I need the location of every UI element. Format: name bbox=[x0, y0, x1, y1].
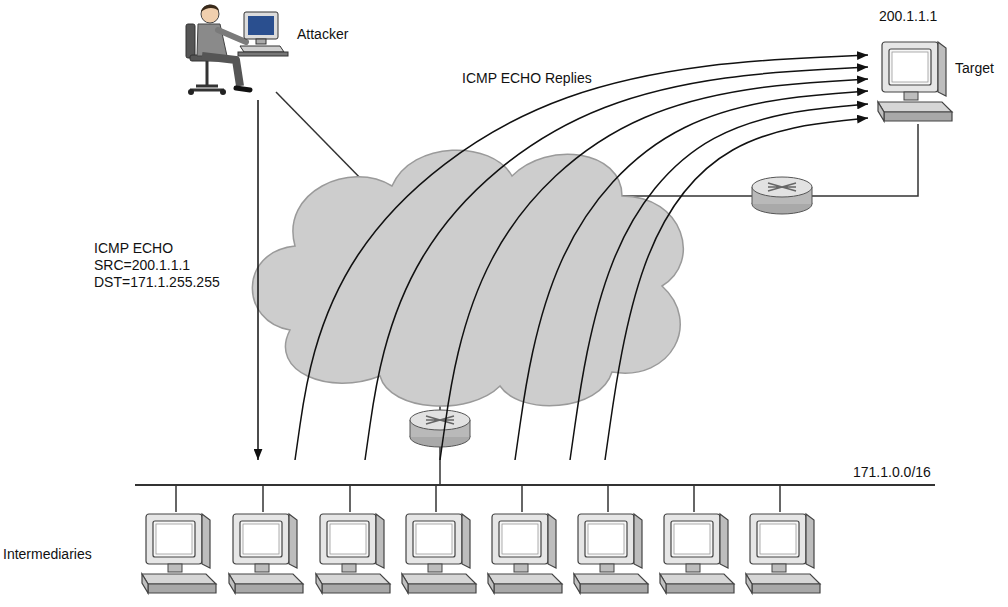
echo-reply-arrow bbox=[515, 91, 868, 460]
node-label: Target bbox=[954, 60, 995, 77]
packet-header-label: ICMP ECHO SRC=200.1.1.1 DST=171.1.255.25… bbox=[92, 240, 232, 291]
attacker-hair bbox=[201, 5, 219, 12]
attacker-link bbox=[276, 92, 368, 186]
attacker-legs bbox=[202, 56, 240, 86]
intermediary-computers bbox=[142, 514, 820, 593]
lan-drop bbox=[435, 485, 437, 512]
attacker-shoe bbox=[236, 88, 250, 90]
lan-drop bbox=[693, 485, 695, 512]
echo-reply-arrow bbox=[365, 67, 868, 460]
intermediaries-node: Intermediaries bbox=[0, 460, 830, 605]
chair-base bbox=[190, 86, 224, 90]
attacker-head bbox=[201, 5, 219, 23]
network-address: 171.1.0.0/16 bbox=[852, 464, 932, 481]
lan-drop bbox=[262, 485, 264, 512]
lan-drop bbox=[175, 485, 177, 512]
lan-drops bbox=[176, 485, 780, 512]
attacker-desk bbox=[238, 52, 288, 56]
chair-back bbox=[186, 24, 195, 58]
computer-icon bbox=[142, 514, 216, 593]
target-computer bbox=[878, 42, 952, 121]
router-icon bbox=[410, 410, 470, 447]
lan-drop bbox=[779, 485, 781, 512]
flow-label: ICMP ECHO Replies bbox=[460, 70, 594, 87]
computer-icon bbox=[229, 514, 303, 593]
lan-drop bbox=[349, 485, 351, 512]
lan-drop bbox=[607, 485, 609, 512]
computer-icon bbox=[402, 514, 476, 593]
attacker-figure bbox=[186, 5, 288, 95]
computer-icon bbox=[316, 514, 390, 593]
computer-icon bbox=[574, 514, 648, 593]
echo-reply-arrow bbox=[605, 118, 868, 460]
router-icon bbox=[752, 177, 812, 214]
group-label: Intermediaries bbox=[2, 546, 93, 563]
computer-icon bbox=[746, 514, 820, 593]
target-node: 200.1.1.1Target bbox=[868, 8, 1002, 153]
echo-reply-arrow bbox=[440, 79, 868, 460]
icmp-echo-arrow bbox=[257, 100, 259, 460]
attacker-arm bbox=[218, 30, 246, 42]
lan-drop bbox=[521, 485, 523, 512]
lan-segment bbox=[135, 484, 935, 486]
router-target-link bbox=[812, 124, 918, 196]
attacker-screen bbox=[248, 16, 274, 35]
echo-reply-arrow bbox=[295, 55, 868, 460]
computer-icon bbox=[488, 514, 562, 593]
attacker-node: Attacker bbox=[188, 0, 358, 100]
chair-stem bbox=[206, 61, 209, 86]
computer-icon bbox=[660, 514, 734, 593]
ip-address: 200.1.1.1 bbox=[878, 8, 938, 25]
attacker-keyboard bbox=[240, 46, 284, 52]
chair-wheel bbox=[220, 89, 226, 95]
node-label: Attacker bbox=[296, 26, 349, 43]
attacker-monitor bbox=[244, 12, 278, 39]
chair-wheel bbox=[188, 89, 194, 95]
echo-reply-arrow bbox=[570, 104, 868, 460]
monitor-stand bbox=[256, 39, 266, 44]
